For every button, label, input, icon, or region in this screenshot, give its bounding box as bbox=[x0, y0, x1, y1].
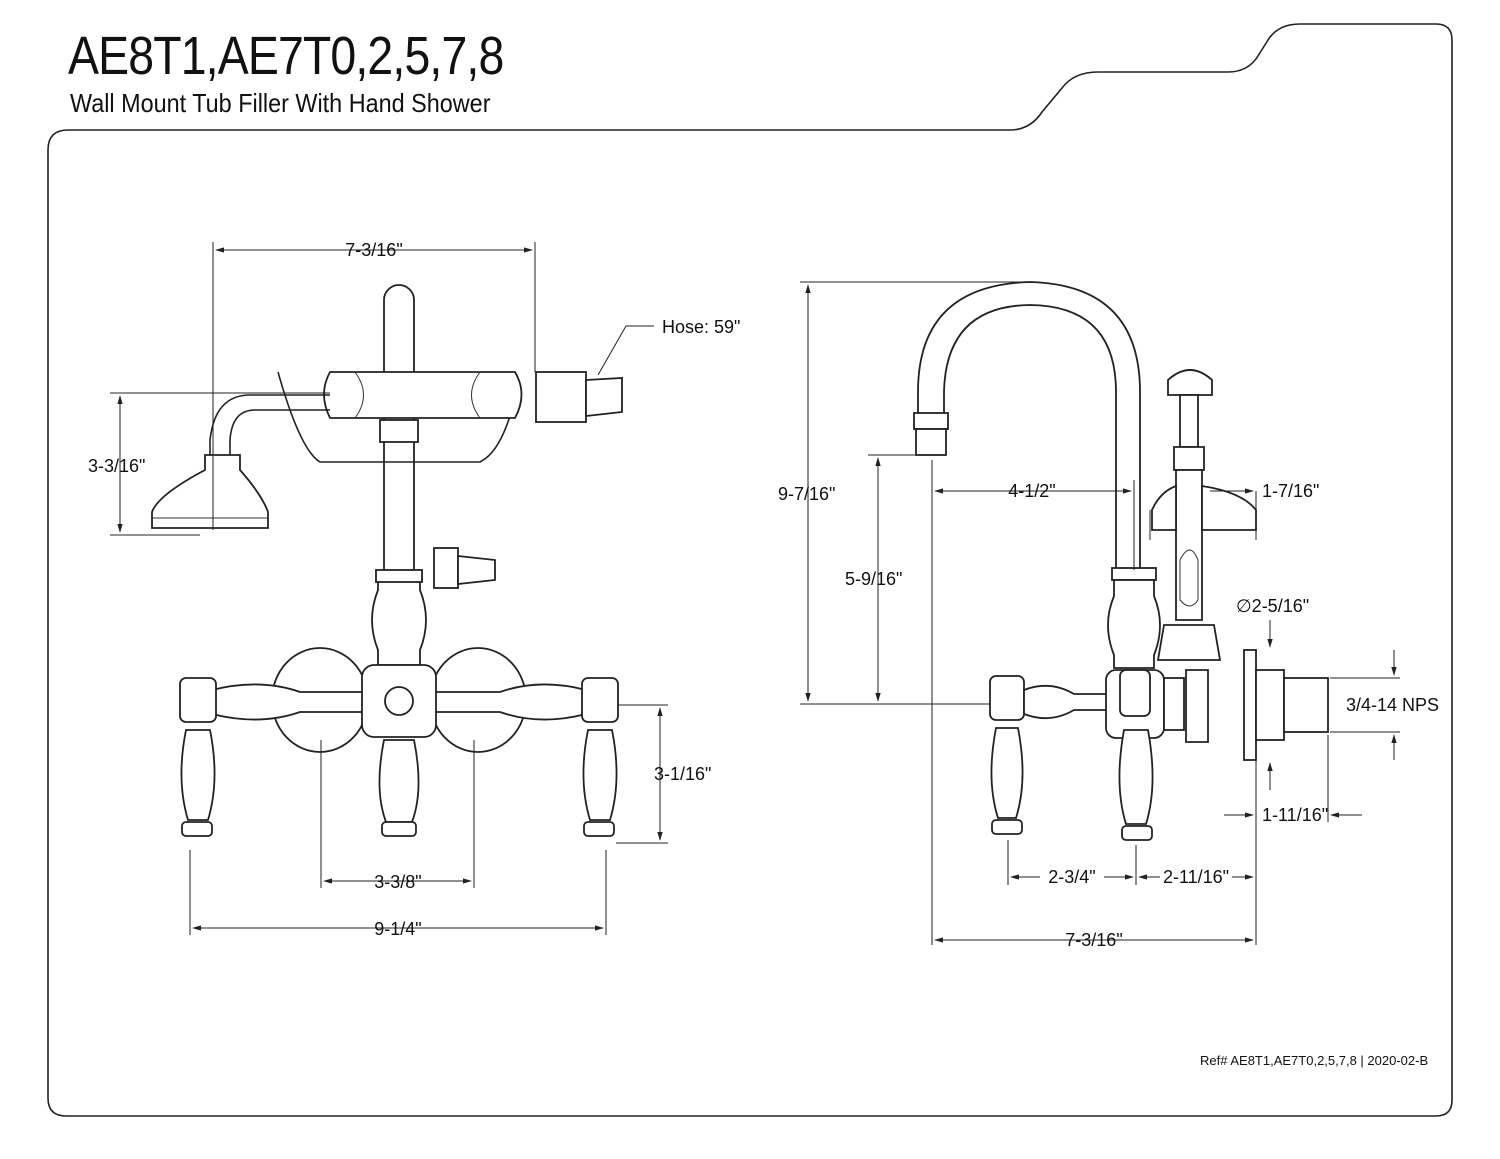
label-handle-height: 3-1/16" bbox=[654, 764, 711, 784]
reference-code: Ref# AE8T1,AE7T0,2,5,7,8 | 2020-02-B bbox=[1200, 1053, 1429, 1068]
label-flange-diameter: ∅2-5/16" bbox=[1236, 596, 1309, 616]
side-shower-handle-detail bbox=[1179, 549, 1199, 607]
spout-aerator-ring bbox=[913, 412, 949, 430]
side-center-handle-base bbox=[1119, 669, 1151, 717]
diverter-barb bbox=[457, 554, 496, 586]
side-view bbox=[913, 281, 1329, 841]
center-hub-cap bbox=[384, 686, 414, 716]
left-handle-tip bbox=[181, 821, 213, 837]
right-handle-base bbox=[581, 677, 619, 723]
left-handle-base bbox=[179, 677, 217, 723]
label-overall-depth: 7-3/16" bbox=[1065, 930, 1122, 950]
spout-aerator bbox=[915, 428, 947, 456]
sheet-border bbox=[47, 23, 1453, 1117]
riser-collar bbox=[379, 419, 419, 443]
label-overall-width: 9-1/4" bbox=[374, 919, 421, 939]
side-cradle-mount bbox=[1173, 446, 1205, 471]
label-hose: Hose: 59" bbox=[662, 317, 740, 337]
center-handle-tip bbox=[381, 821, 417, 837]
label-shower-height: 3-3/16" bbox=[88, 456, 145, 476]
left-handle-lever bbox=[180, 729, 216, 821]
body-nut bbox=[375, 569, 423, 583]
label-top-width: 7-3/16" bbox=[345, 240, 402, 260]
label-thread-length: 1-11/16" bbox=[1262, 805, 1328, 825]
side-cradle-clip bbox=[1167, 369, 1213, 396]
side-shower-head-right bbox=[1201, 484, 1257, 531]
side-cradle-stem bbox=[1179, 394, 1199, 448]
front-view bbox=[151, 284, 623, 837]
right-handle-tip bbox=[583, 821, 615, 837]
center-handle-lever bbox=[378, 739, 420, 823]
side-shower-lower bbox=[1156, 624, 1222, 661]
label-shower-diameter: 1-7/16" bbox=[1262, 481, 1319, 501]
label-spout-reach: 4-1/2" bbox=[1008, 481, 1055, 501]
hand-shower-handle bbox=[323, 371, 523, 419]
hose-nut bbox=[535, 371, 587, 423]
front-dimensions bbox=[110, 242, 668, 935]
side-valve-body bbox=[1107, 579, 1161, 669]
shower-arm bbox=[209, 394, 330, 460]
side-crossbar bbox=[1023, 684, 1111, 720]
gooseneck-spout bbox=[917, 281, 1141, 571]
label-center-spacing: 3-3/8" bbox=[374, 872, 421, 892]
diverter-outlet bbox=[433, 547, 459, 589]
handle-detail bbox=[354, 371, 481, 419]
side-center-handle-tip bbox=[1121, 825, 1153, 841]
page-title: AE8T1,AE7T0,2,5,7,8 bbox=[68, 26, 504, 86]
threaded-inlet bbox=[1283, 677, 1329, 733]
flange-nut bbox=[1255, 669, 1285, 741]
hose-leader bbox=[597, 325, 654, 376]
hose-end bbox=[585, 377, 623, 418]
label-handle-offset: 2-3/4" bbox=[1048, 867, 1095, 887]
side-left-handle-base bbox=[989, 675, 1025, 721]
label-thread: 3/4-14 NPS bbox=[1346, 695, 1439, 715]
page-subtitle: Wall Mount Tub Filler With Hand Shower bbox=[70, 88, 491, 118]
valve-body bbox=[371, 574, 427, 666]
side-shower-handle bbox=[1175, 469, 1203, 621]
side-connector bbox=[1163, 677, 1185, 731]
side-dimensions bbox=[800, 281, 1400, 945]
right-handle-lever bbox=[582, 729, 618, 821]
wall-flange bbox=[1243, 649, 1257, 761]
shower-cradle bbox=[277, 371, 519, 463]
shower-head bbox=[151, 454, 269, 529]
side-left-handle-tip bbox=[991, 819, 1023, 835]
side-left-handle-lever bbox=[990, 727, 1024, 819]
side-shower-head bbox=[1151, 484, 1177, 531]
label-spout-height: 5-9/16" bbox=[845, 569, 902, 589]
label-wall-offset: 2-11/16" bbox=[1163, 867, 1229, 887]
side-center-handle-lever bbox=[1118, 729, 1154, 825]
label-overall-height: 9-7/16" bbox=[778, 484, 835, 504]
side-union bbox=[1185, 669, 1209, 743]
dimension-labels: 7-3/16" Hose: 59" 3-3/16" 3-1/16" 3-3/8"… bbox=[88, 240, 1439, 950]
